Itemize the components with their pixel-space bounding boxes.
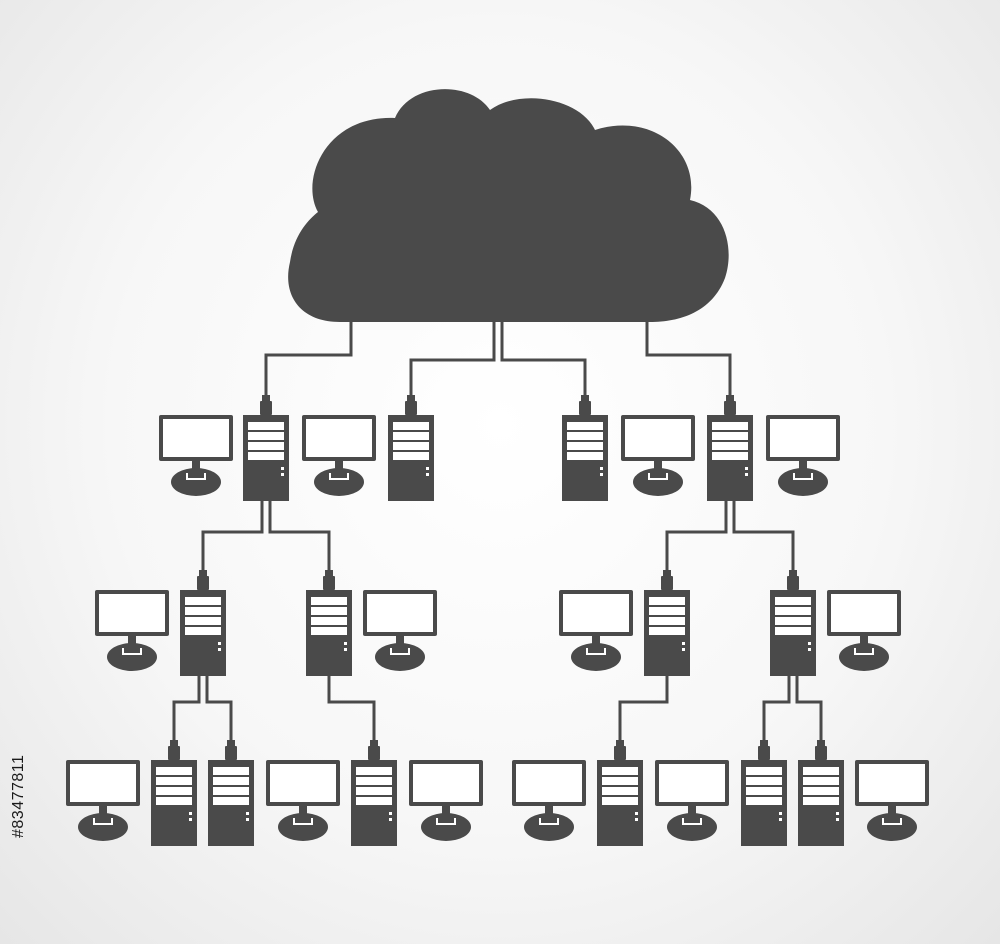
monitor-icon: [301, 414, 377, 497]
server-tower-icon: [243, 415, 289, 501]
level-3: [65, 759, 930, 846]
server-tower-icon: [770, 590, 816, 676]
monitor-icon: [158, 414, 234, 497]
monitor-icon: [854, 759, 930, 842]
monitor-icon: [65, 759, 141, 842]
monitor-icon: [94, 589, 170, 672]
server-tower-icon: [180, 590, 226, 676]
server-tower-icon: [644, 590, 690, 676]
monitor-icon: [620, 414, 696, 497]
server-tower-icon: [151, 760, 197, 846]
server-tower-icon: [306, 590, 352, 676]
server-tower-icon: [208, 760, 254, 846]
cable-lines: [172, 320, 823, 745]
monitor-icon: [362, 589, 438, 672]
server-tower-icon: [597, 760, 643, 846]
monitor-icon: [408, 759, 484, 842]
level-1: [158, 414, 841, 501]
server-tower-icon: [351, 760, 397, 846]
cloud-icon: [288, 89, 729, 322]
monitor-icon: [265, 759, 341, 842]
level-2: [94, 589, 902, 676]
monitor-icon: [558, 589, 634, 672]
monitor-icon: [765, 414, 841, 497]
server-tower-icon: [798, 760, 844, 846]
monitor-icon: [826, 589, 902, 672]
server-tower-icon: [562, 415, 608, 501]
monitor-icon: [654, 759, 730, 842]
server-tower-icon: [388, 415, 434, 501]
server-tower-icon: [741, 760, 787, 846]
monitor-icon: [511, 759, 587, 842]
server-tower-icon: [707, 415, 753, 501]
